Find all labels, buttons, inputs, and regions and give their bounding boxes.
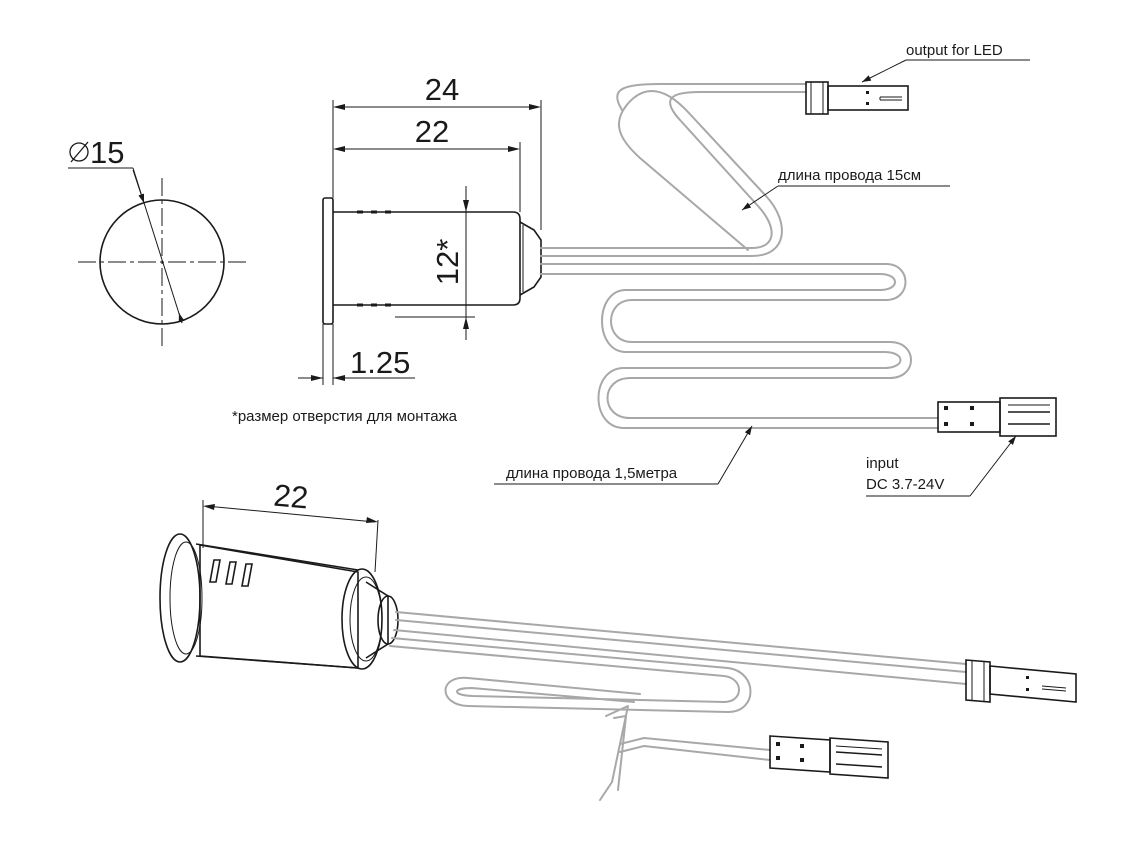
short-wire-label: длина провода 15см	[778, 167, 921, 184]
iso-vents	[209, 559, 253, 587]
input-leader	[969, 435, 1017, 497]
iso-input-connector	[769, 735, 889, 779]
iso-body-top-edge	[195, 543, 359, 571]
output-connector	[805, 81, 909, 115]
dim-hole-size: 12*	[430, 239, 465, 286]
iso-dim-body-length: 22	[272, 478, 309, 516]
side-view-body	[333, 211, 521, 306]
short-wire-leader	[741, 185, 779, 211]
long-wire	[540, 263, 939, 429]
dim-overall-length: 24	[425, 72, 459, 107]
iso-dim-ext-right	[374, 519, 379, 573]
iso-long-wire	[389, 637, 771, 801]
iso-flange-inner	[169, 541, 203, 655]
top-wiring: output for LED длина провода 15см длина …	[494, 42, 1057, 497]
output-label: output for LED	[906, 42, 1003, 59]
iso-output-connector	[965, 659, 1077, 703]
iso-dim-line	[205, 505, 376, 523]
iso-flange-outer	[159, 533, 201, 663]
output-leader	[861, 59, 907, 83]
input-label-line2: DC 3.7-24V	[866, 476, 944, 493]
long-wire-leader	[717, 425, 753, 485]
input-connector	[937, 397, 1057, 437]
dim-body-length: 22	[415, 114, 449, 149]
iso-cone	[365, 581, 389, 659]
diameter-symbol	[69, 142, 89, 162]
mounting-hole-note: *размер отверстия для монтажа	[232, 408, 458, 425]
input-label-line1: input	[866, 455, 899, 472]
iso-body-bottom-edge	[195, 655, 359, 669]
short-wire	[540, 83, 807, 257]
dim-flange-thickness: 1.25	[350, 345, 410, 380]
side-view-flange	[322, 197, 334, 325]
side-view-cone	[519, 221, 542, 296]
isometric-view: 22	[159, 478, 1077, 801]
diameter-arrow-top	[132, 169, 145, 204]
iso-body-fill	[199, 544, 359, 669]
front-view: 15	[68, 135, 248, 348]
side-view: 24 22 12* 1.25 *размер отверстия для мон…	[232, 72, 542, 425]
diameter-arrow-bottom	[178, 312, 185, 324]
diameter-value: 15	[90, 135, 124, 170]
iso-body-end-inner	[349, 576, 383, 662]
long-wire-label: длина провода 1,5метра	[506, 465, 678, 482]
iso-body-end	[341, 568, 383, 670]
iso-short-wire	[393, 611, 967, 685]
diameter-symbol-slash	[70, 141, 89, 163]
